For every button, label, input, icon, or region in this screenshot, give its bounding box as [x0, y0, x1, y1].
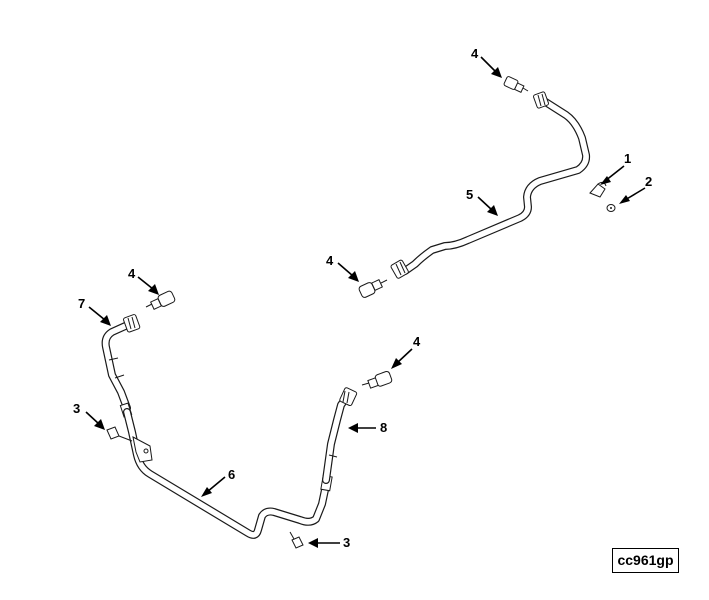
clip-3-lower — [289, 531, 304, 549]
callout-8: 8 — [380, 420, 387, 435]
tube-5-nut-bottom — [390, 259, 409, 279]
callout-3-lower: 3 — [343, 535, 350, 550]
fitting-4-left — [145, 290, 176, 310]
callout-2: 2 — [645, 174, 652, 189]
leader-2 — [619, 187, 646, 204]
callout-6: 6 — [228, 467, 235, 482]
leader-4-right — [391, 348, 413, 369]
callout-7: 7 — [78, 296, 85, 311]
tube-8-nut — [339, 387, 358, 407]
bracket — [132, 436, 153, 463]
callout-4-left: 4 — [128, 266, 136, 281]
tube-7 — [101, 314, 141, 418]
leader-7 — [88, 306, 111, 326]
tube-5-nut-top — [533, 91, 549, 109]
leader-3-lower — [308, 538, 340, 548]
leader-5 — [477, 196, 498, 216]
leader-8 — [348, 423, 376, 433]
tube-5 — [390, 91, 591, 279]
leader-1 — [600, 165, 625, 185]
callout-4-mid: 4 — [326, 253, 334, 268]
fitting-4-mid — [358, 279, 388, 298]
callout-1: 1 — [624, 151, 631, 166]
callout-4-right: 4 — [413, 334, 421, 349]
tube-8 — [322, 387, 358, 484]
reference-code-box: cc961gp — [612, 548, 679, 573]
tube-7-nut — [123, 314, 141, 333]
leader-4-mid — [337, 262, 359, 282]
clip-3-upper — [106, 426, 133, 442]
fitting-4-top — [503, 76, 529, 93]
leader-4-top — [480, 56, 502, 78]
leader-3-upper — [85, 411, 105, 430]
leader-4-left — [137, 276, 159, 295]
fitting-4-right — [361, 370, 393, 389]
washer-2 — [606, 204, 616, 212]
callout-5: 5 — [466, 187, 473, 202]
leader-6 — [201, 476, 226, 497]
callout-4-top: 4 — [471, 46, 479, 61]
clamp-1 — [589, 181, 607, 198]
callout-3-upper: 3 — [73, 401, 80, 416]
